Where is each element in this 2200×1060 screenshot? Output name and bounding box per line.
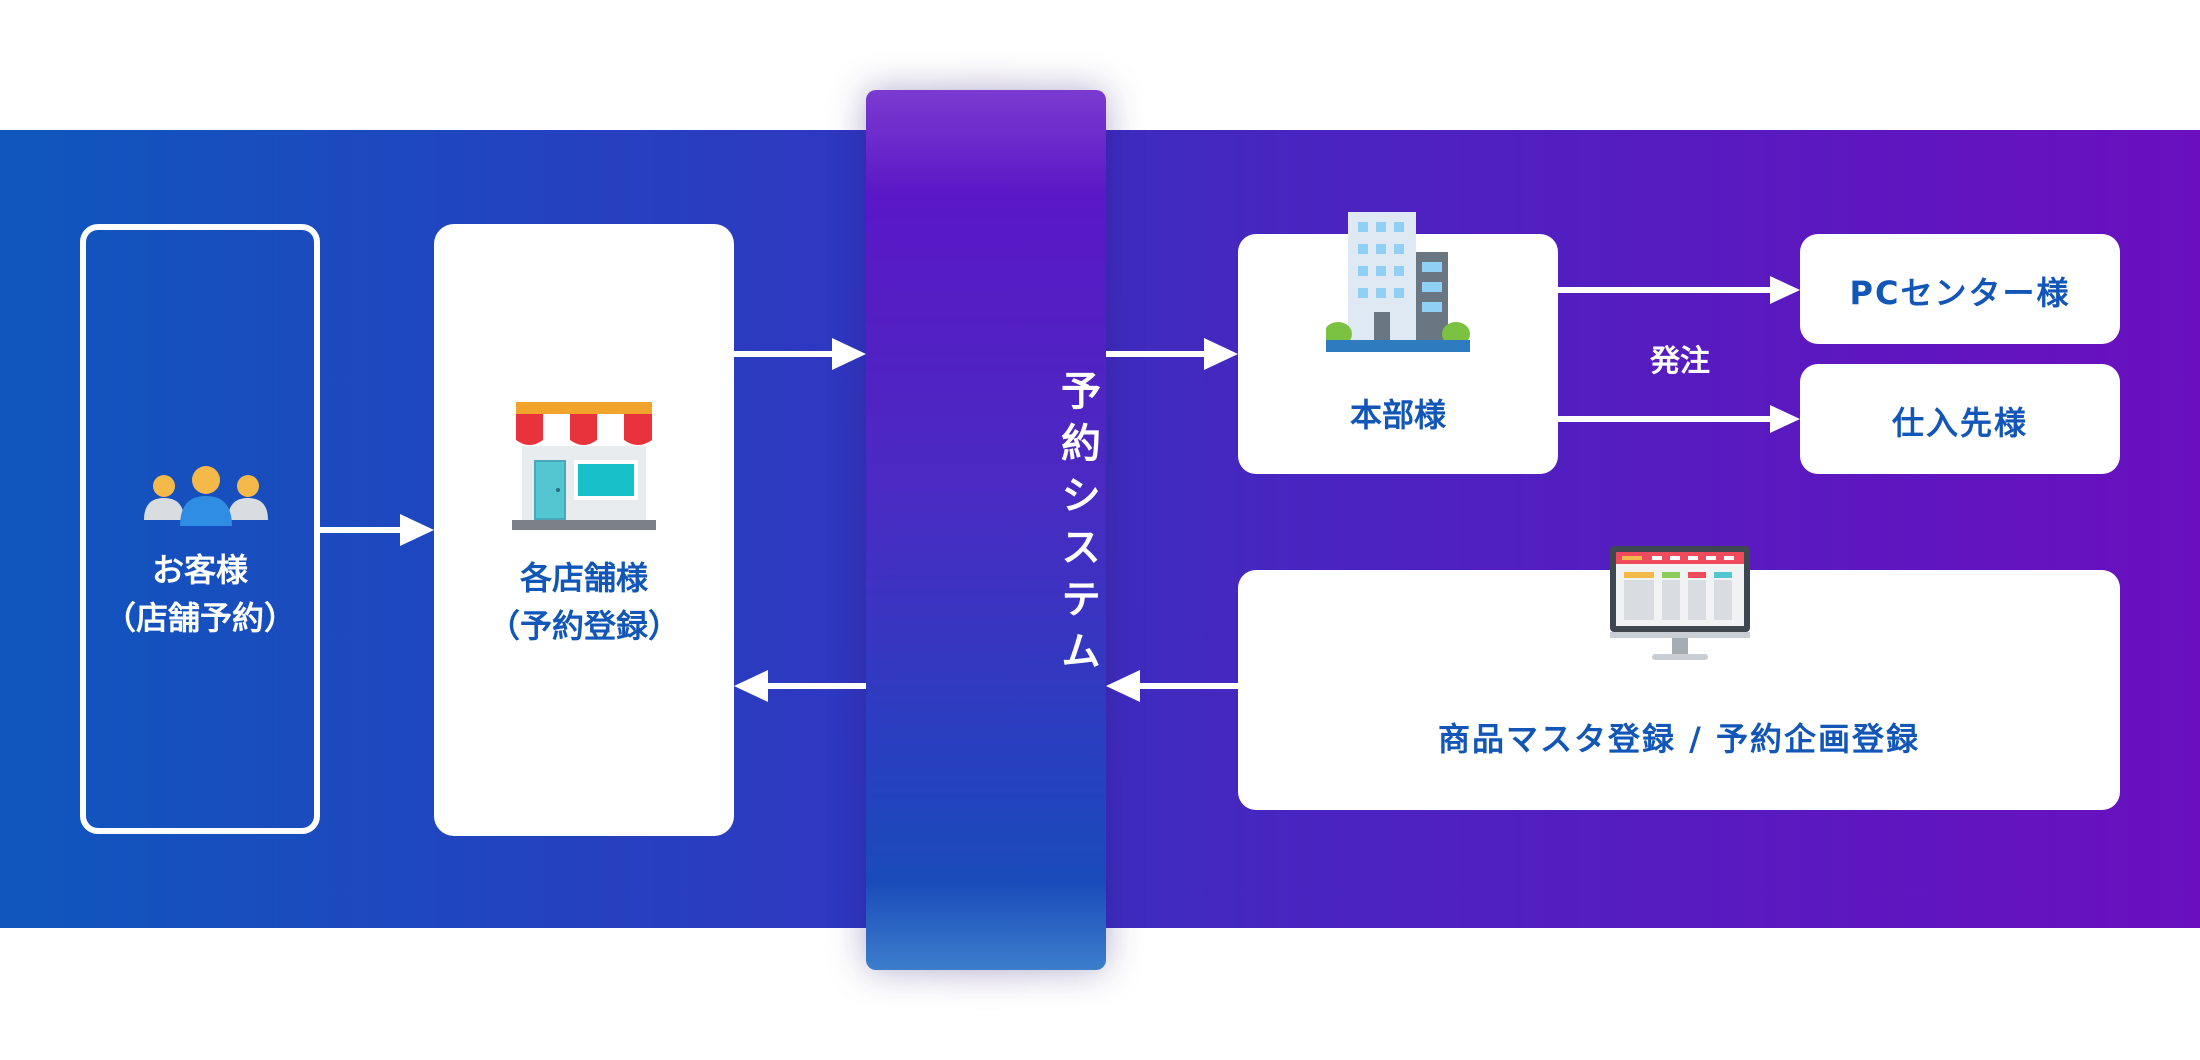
stores-box: 各店舗様 （予約登録） (434, 224, 734, 836)
office-building-icon (1324, 212, 1470, 356)
monitor-dashboard-icon (1610, 546, 1750, 668)
arrow-store-to-system (734, 338, 866, 370)
customer-sublabel: （店舗予約） (103, 599, 296, 637)
supplier-box: 仕入先様 (1800, 364, 2120, 474)
users-icon (144, 466, 268, 534)
supplier-label: 仕入先様 (1891, 404, 2028, 442)
reservation-system-column: 予約システム (866, 90, 1106, 970)
pc-center-label: PCセンター様 (1849, 274, 2071, 312)
arrow-headquarters-to-supplier (1558, 405, 1800, 433)
customer-label: お客様 (151, 551, 248, 589)
customer-box: お客様 （店舗予約） (80, 224, 320, 834)
arrow-headquarters-to-pc-center (1558, 276, 1800, 304)
storefront-icon (512, 402, 656, 534)
order-label: 発注 (1650, 344, 1710, 379)
stores-label: 各店舗様 (519, 559, 648, 597)
arrow-system-to-headquarters (1106, 338, 1238, 370)
arrow-master-to-system (1106, 670, 1238, 702)
stores-sublabel: （予約登録） (487, 607, 680, 645)
master-registration-label: 商品マスタ登録 / 予約企画登録 (1438, 720, 1920, 758)
master-registration-box: 商品マスタ登録 / 予約企画登録 (1238, 546, 2120, 810)
arrow-customer-to-store (320, 514, 434, 546)
arrow-system-to-store (734, 670, 866, 702)
reservation-system-label: 予約システム (1054, 370, 1100, 682)
headquarters-box: 本部様 (1238, 212, 1558, 474)
pc-center-box: PCセンター様 (1800, 234, 2120, 344)
headquarters-label: 本部様 (1349, 396, 1446, 434)
